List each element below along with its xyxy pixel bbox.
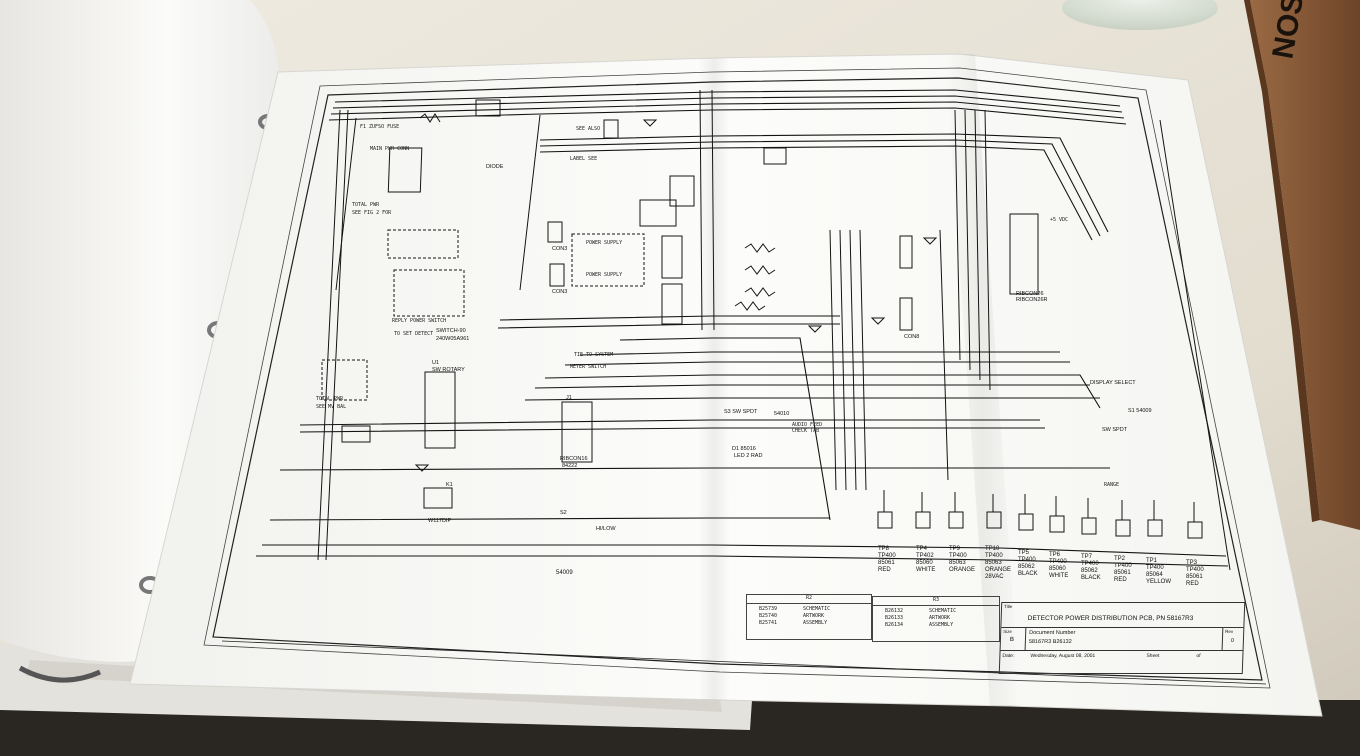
label-j1-part: RIBCON16 [560, 456, 588, 462]
rev-desc: SCHEMATIC [929, 608, 957, 614]
revision-blocks: R2 B25739 SCHEMATIC B25740 ARTWORK B25741 A… [746, 594, 1002, 642]
svg-text:CHECK TAB: CHECK TAB [792, 428, 819, 434]
label-s1: S1 54009 [1128, 408, 1152, 414]
sheet-of: of [1196, 653, 1201, 659]
sheet-label: Sheet [1146, 653, 1160, 659]
svg-text:POWER SUPPLY: POWER SUPPLY [586, 240, 622, 246]
svg-text:F1 ZUFSO FUSE: F1 ZUFSO FUSE [360, 124, 399, 130]
title-text: DETECTOR POWER DISTRIBUTION PCB, PN 5816… [1027, 615, 1194, 622]
cup [1062, 0, 1218, 30]
svg-text:SEE MV BAL: SEE MV BAL [316, 404, 346, 410]
ic-top-left [321, 99, 1039, 509]
label-switch-part: SWITCH-90 [436, 328, 466, 334]
rev-desc: ARTWORK [803, 613, 825, 619]
svg-text:AUDIO FEED: AUDIO FEED [792, 422, 822, 428]
rev-num: B26134 [885, 622, 904, 628]
rev-desc: SCHEMATIC [803, 606, 831, 612]
label-ribcon-part: RIBCON26R [1016, 297, 1048, 303]
svg-text:REPLY POWER SWITCH: REPLY POWER SWITCH [392, 318, 446, 324]
rev-block-r2: R2 B25739 SCHEMATIC B25740 ARTWORK B25741 A… [746, 594, 872, 640]
rev-num: B25739 [759, 606, 778, 612]
svg-text:+5 VDC: +5 VDC [1050, 217, 1068, 223]
label-con3: CON3 [552, 246, 567, 252]
svg-text:TOTAL PWR: TOTAL PWR [316, 396, 344, 402]
title-block: Title DETECTOR POWER DISTRIBUTION PCB, P… [998, 602, 1246, 674]
faint-annotations: F1 ZUFSO FUSE MAIN PWR CONN TOTAL PWR SE… [316, 124, 1119, 488]
label-display-select: DISPLAY SELECT [1090, 380, 1136, 386]
svg-text:MAIN PWR CONN: MAIN PWR CONN [370, 146, 409, 152]
cardboard-box: NOS [1244, 0, 1360, 530]
rev-num: B25741 [759, 620, 778, 626]
svg-text:LABEL SEE: LABEL SEE [570, 156, 597, 162]
label-s2-sub: HI/LOW [596, 526, 616, 532]
rev-desc: ASSEMBLY [803, 620, 828, 626]
fuses [419, 113, 776, 311]
rev-desc: ASSEMBLY [929, 622, 954, 628]
rev-num: B26133 [885, 615, 904, 621]
svg-text:SEE ALSO: SEE ALSO [576, 126, 600, 132]
wire-verticals [317, 89, 1231, 571]
size-value: B [1009, 637, 1015, 643]
label-s3: S3 SW SPDT [724, 409, 758, 415]
label-k1-part: W117DIP [428, 518, 451, 524]
label-u1-type: SW ROTARY [432, 367, 465, 373]
label-u1: U1 [432, 360, 439, 366]
date-row: Date: Wednesday, August 08, 2001 Sheet o… [1000, 651, 1242, 661]
size-label: Size [1003, 629, 1013, 634]
rev-block-r3: R3 B26132 SCHEMATIC B26133 ARTWORK B26134 A… [872, 596, 1000, 642]
label-ribcon: RIBCON26 [1016, 291, 1044, 297]
svg-text:SEE FIG 2 FOR: SEE FIG 2 FOR [352, 210, 392, 216]
sheet-fold-2 [945, 54, 1020, 706]
label-j1: J1 [566, 395, 572, 401]
svg-text:METER SWITCH: METER SWITCH [570, 364, 606, 370]
doc-value: 58167R3 B26132 [1028, 639, 1072, 645]
rev-num: B26132 [885, 608, 904, 614]
title-label: Title [1004, 604, 1013, 609]
label-d1-type: LED 2 RAD [734, 453, 762, 459]
rev-num: B25740 [759, 613, 778, 619]
label-s1-type: SW SPDT [1102, 427, 1128, 433]
doc-label: Document Number [1029, 630, 1076, 636]
label-con3b: CON3 [552, 289, 567, 295]
bottom-drawing-number: 54009 [556, 570, 573, 576]
label-j1-num: 84222 [562, 463, 577, 469]
svg-text:POWER SUPPLY: POWER SUPPLY [586, 272, 622, 278]
rev-label: Rev [1225, 629, 1234, 634]
date-label: Date: [1002, 653, 1015, 659]
svg-text:TIE TO SYSTEM: TIE TO SYSTEM [574, 352, 613, 358]
label-k1: K1 [446, 482, 453, 488]
drawing-frame [203, 67, 1271, 689]
label-con8: CON8 [904, 334, 919, 340]
left-page [0, 0, 280, 662]
rev-desc: ARTWORK [929, 615, 951, 621]
svg-text:RANGE: RANGE [1104, 482, 1119, 488]
component-labels: U1 SW ROTARY K1 W117DIP J1 RIBCON16 8422… [428, 164, 1152, 532]
label-diode: DIODE [486, 164, 504, 170]
title-row: Title DETECTOR POWER DISTRIBUTION PCB, P… [1001, 603, 1245, 628]
sheet-fold-1 [698, 58, 730, 700]
rev-block-heading: R2 [747, 595, 871, 604]
label-s3-num: 54010 [774, 411, 789, 417]
svg-text:TOTAL PWR: TOTAL PWR [352, 202, 380, 208]
label-s2: S2 [560, 510, 567, 516]
label-switch-part-num: 240W05A961 [436, 336, 469, 342]
ground-symbols [414, 119, 938, 472]
doc-row: Size B Document Number 58167R3 B26132 Re… [1000, 628, 1244, 651]
svg-text:TO SET DETECT: TO SET DETECT [394, 331, 433, 337]
rev-value: 0 [1230, 638, 1235, 644]
test-point-row [877, 490, 1203, 539]
label-d1: D1 85016 [732, 446, 756, 452]
rev-block-heading: R3 [873, 597, 999, 606]
date-value: Wednesday, August 08, 2001 [1030, 653, 1096, 659]
